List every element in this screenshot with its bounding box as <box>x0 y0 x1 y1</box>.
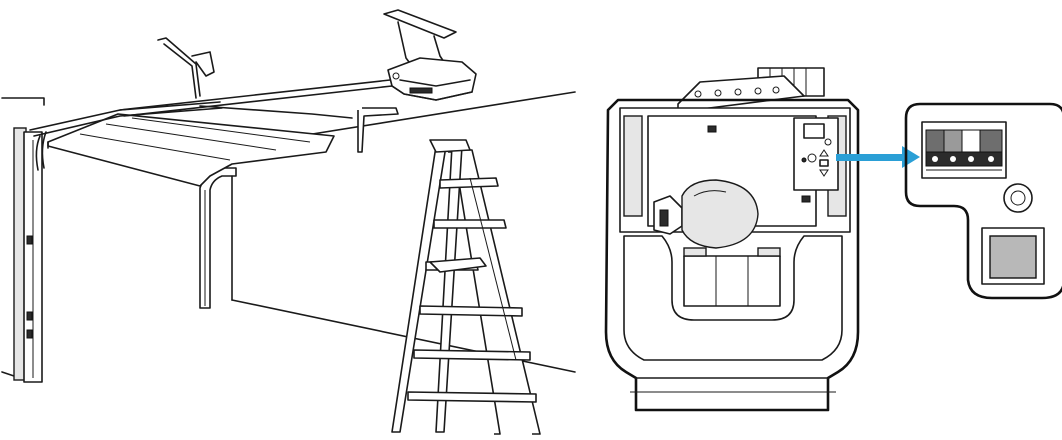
door-jamb-left <box>13 127 43 383</box>
ladder-icon <box>391 139 541 435</box>
light-lens <box>623 235 843 361</box>
door-track-right <box>199 167 237 309</box>
opener-ceiling-hanger <box>383 9 457 67</box>
opener-unit-detail <box>590 0 1062 440</box>
control-panel <box>793 117 839 191</box>
mounting-plate <box>677 75 805 113</box>
door-arm-bracket <box>157 37 215 99</box>
garage-door-opener-icon <box>387 57 477 101</box>
left-wall-top-edge <box>1 97 45 106</box>
light-bulb-icon <box>653 179 759 249</box>
opener-housing <box>604 98 860 412</box>
garage-door-panel <box>47 113 335 187</box>
header-bracket <box>357 107 399 153</box>
opener-rail <box>119 79 393 117</box>
garage-scene <box>1 9 576 435</box>
ceiling-wall-edge <box>299 91 576 137</box>
wire-terminal-icon <box>921 121 1007 179</box>
wire-terminal-callout <box>904 102 1062 300</box>
